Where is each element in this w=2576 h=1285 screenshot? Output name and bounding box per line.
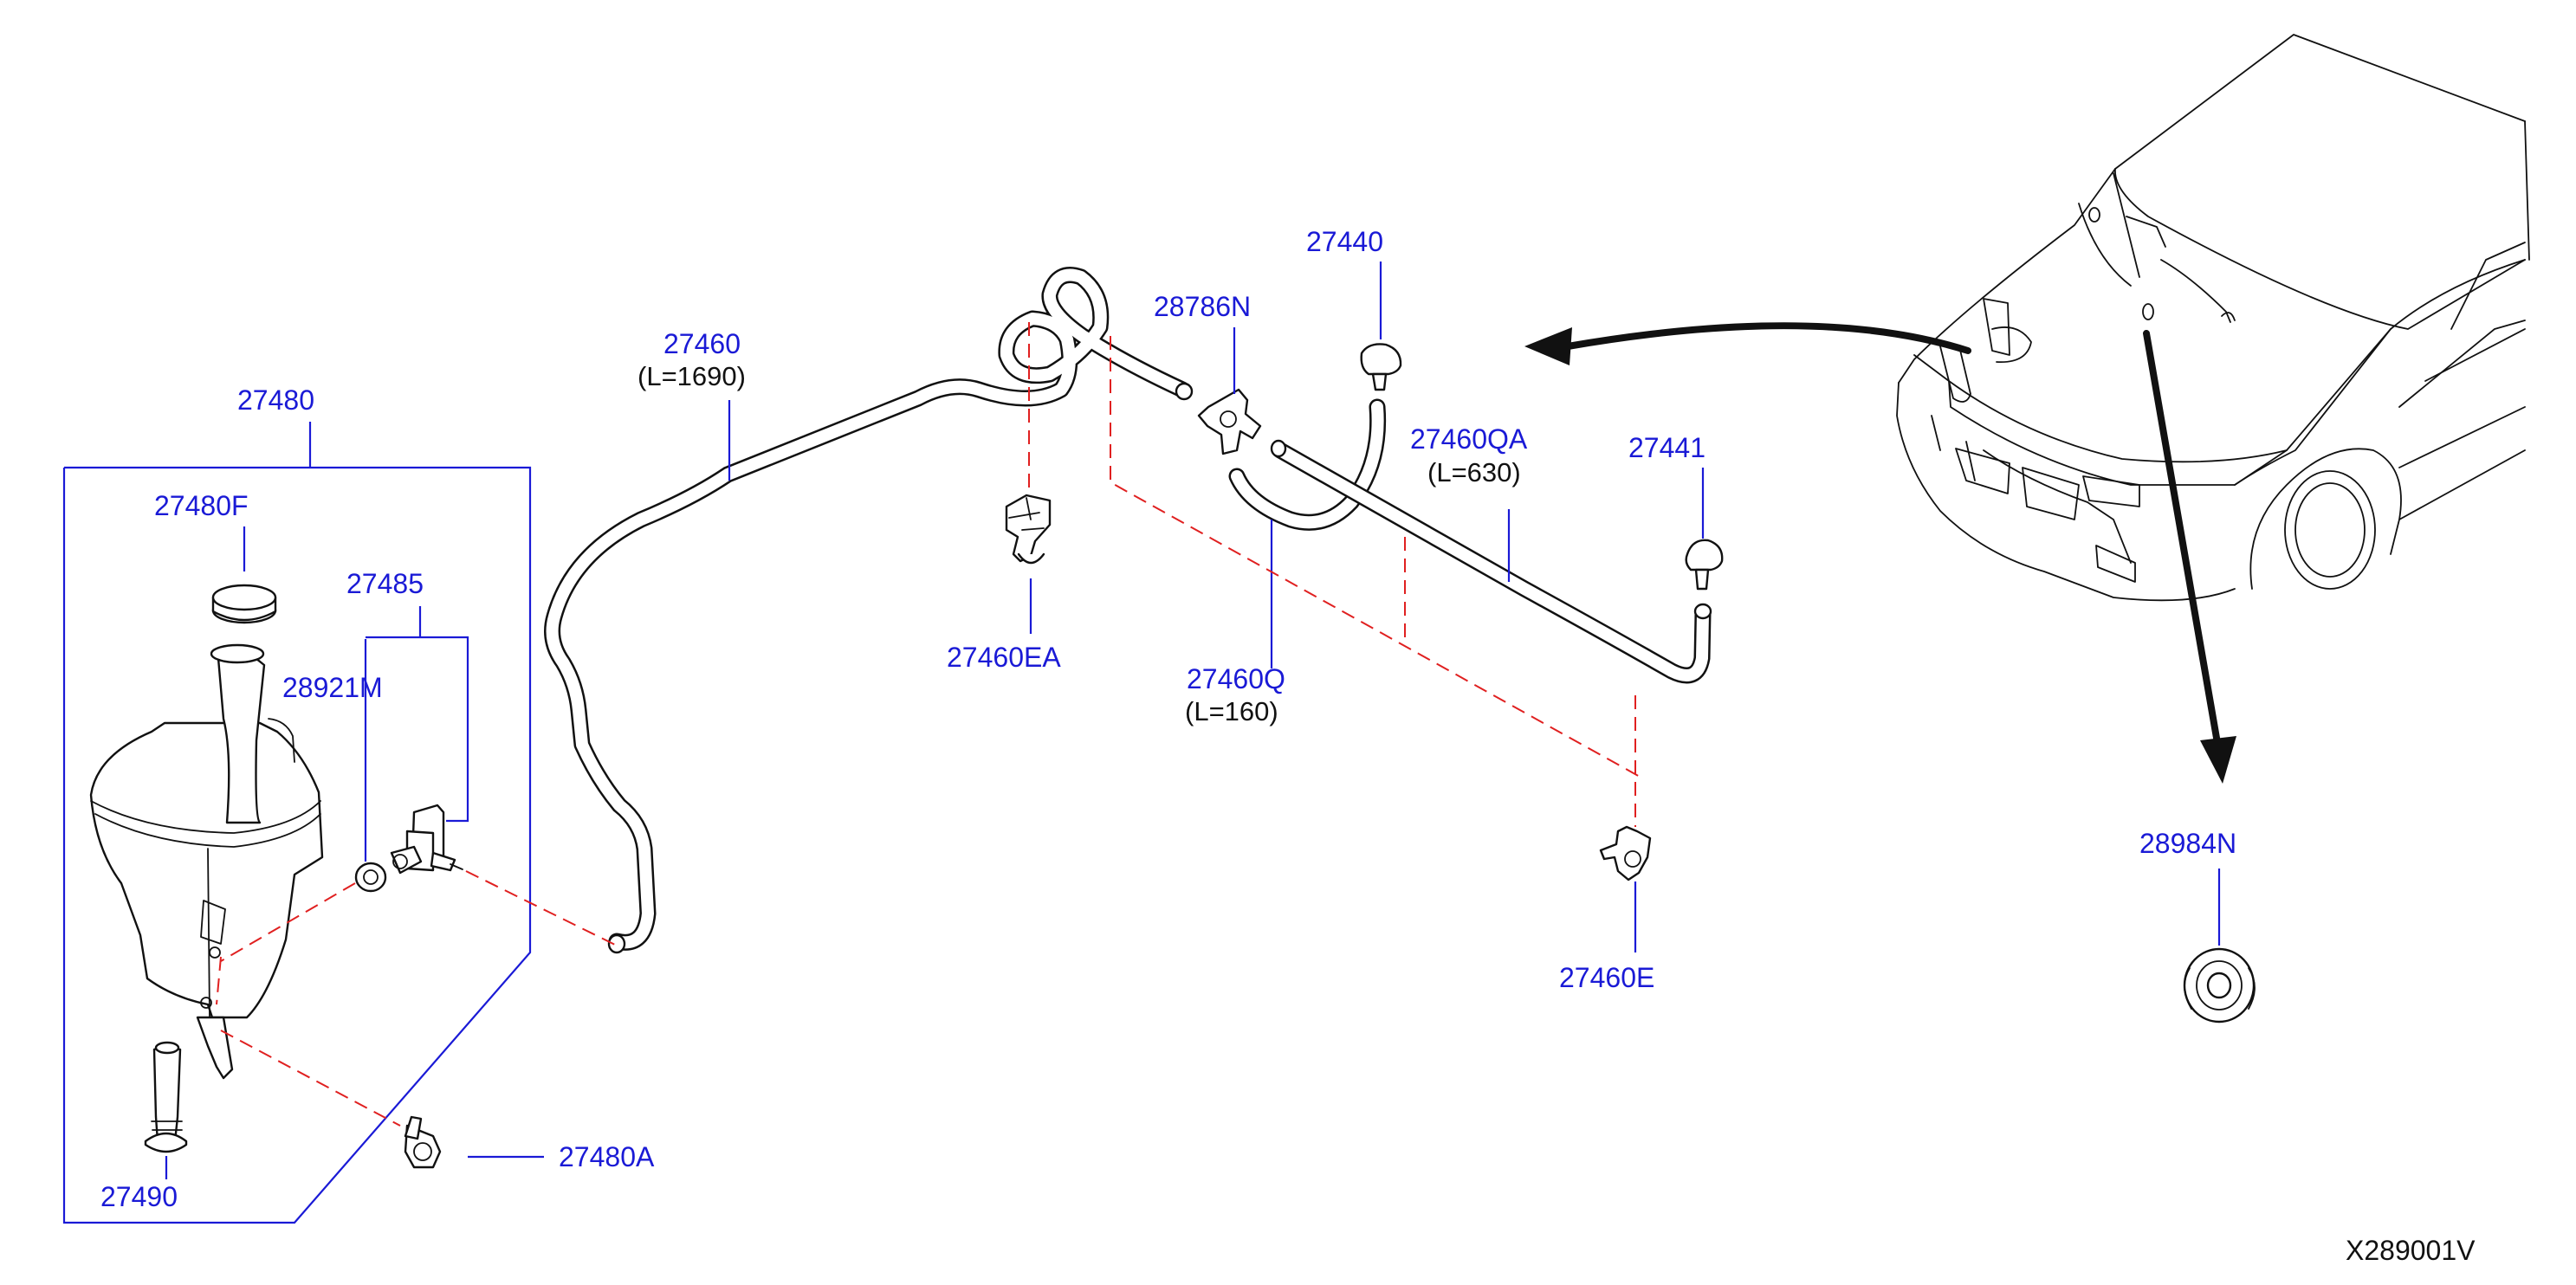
label-27480A: 27480A — [559, 1141, 655, 1172]
arrow-head-left — [1524, 327, 1572, 365]
label-27460: 27460 — [663, 328, 741, 359]
arrow-head-down — [2200, 736, 2236, 784]
reservoir-group-frame — [62, 466, 532, 1224]
washer-pump — [390, 804, 463, 875]
label-27440: 27440 — [1306, 226, 1383, 257]
hose-clip-27460e — [1599, 825, 1652, 881]
washer-nozzle-27441 — [1685, 539, 1724, 591]
label-27441: 27441 — [1628, 432, 1705, 463]
label-27485: 27485 — [346, 568, 424, 599]
label-28786N: 28786N — [1154, 291, 1251, 322]
hose-27460qa — [1270, 439, 1712, 684]
reservoir-assembly-group — [62, 422, 532, 1224]
filler-tube — [144, 1041, 188, 1153]
label-27460Q-length: (L=160) — [1185, 696, 1278, 726]
locator-arrows — [1524, 322, 2236, 784]
washer-tank — [89, 643, 324, 1080]
washer-nozzle-27440 — [1360, 343, 1402, 391]
vehicle-sketch — [1896, 34, 2530, 602]
hose-27460q — [1228, 398, 1387, 531]
label-27490: 27490 — [100, 1181, 178, 1212]
mounting-bolt — [404, 1115, 442, 1169]
label-27480F: 27480F — [154, 490, 249, 521]
label-27460QA-length: (L=630) — [1427, 457, 1521, 488]
three-way-joint — [1197, 388, 1262, 455]
label-28984N: 28984N — [2139, 828, 2236, 859]
label-27480: 27480 — [237, 384, 314, 416]
hose-27460 — [544, 267, 1194, 954]
label-27460Q: 27460Q — [1187, 663, 1285, 694]
label-27460EA: 27460EA — [947, 642, 1061, 673]
hose-clip-27460ea — [1005, 494, 1052, 565]
label-27460QA: 27460QA — [1410, 423, 1528, 455]
label-27460-length: (L=1690) — [638, 361, 746, 391]
hood-grommet — [2183, 947, 2256, 1023]
label-28921M: 28921M — [282, 672, 383, 703]
pump-grommet — [354, 862, 387, 893]
diagram-code: X289001V — [2346, 1235, 2476, 1266]
label-27460E: 27460E — [1559, 962, 1654, 993]
tank-cap — [211, 584, 277, 624]
